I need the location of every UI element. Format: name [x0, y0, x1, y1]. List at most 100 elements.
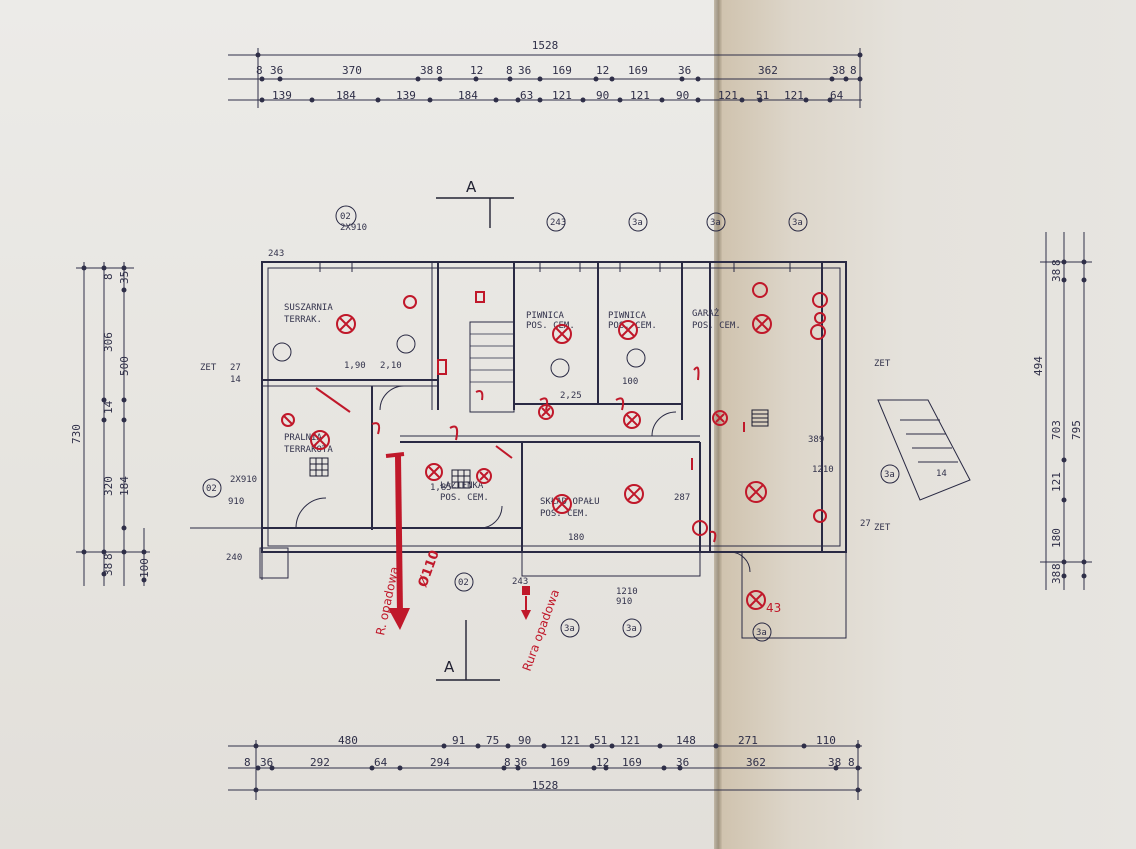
width-label: 180 [568, 533, 584, 543]
dim-label: 36 [518, 64, 531, 77]
bubble-label: 3a [756, 628, 767, 638]
bubble-label: 3a [564, 624, 575, 634]
left-dimension-ticks [81, 265, 147, 583]
bottom-dimension-ticks [253, 743, 861, 793]
top-bubble-label: 2X910 [340, 223, 367, 233]
dim-label: 184 [336, 89, 356, 102]
bottom-row2-dimensions: 8 36 292 64 294 8 36 169 12 169 36 362 3… [244, 756, 855, 769]
right-dimension-labels: 38 8 494 703 795 121 180 8 38 [1032, 259, 1083, 584]
dim-label: 90 [676, 89, 689, 102]
dim-label: 36 [678, 64, 691, 77]
dim-label: 12 [470, 64, 483, 77]
dim-label: 8 [436, 64, 443, 77]
bubble-label: 02 [458, 578, 469, 588]
top-total-dimension: 1528 [532, 39, 559, 52]
width-label: 240 [226, 553, 242, 563]
dim-label: 100 [138, 558, 151, 578]
zet-label: ZET [200, 363, 217, 373]
top-dimension-ticks [255, 52, 863, 103]
dim-label: 38 [102, 563, 115, 576]
room-name: PIWNICA [526, 311, 565, 321]
dim-label: 294 [430, 756, 450, 769]
dim-label: 169 [628, 64, 648, 77]
x-marker [281, 413, 295, 427]
door-label: 910 [228, 497, 244, 507]
dim-label: 8 [848, 756, 855, 769]
dim-label: 38 [828, 756, 841, 769]
bottom-total-dimension: 1528 [532, 779, 559, 792]
downpipe-red-square [522, 586, 530, 595]
dim-label: 8 [244, 756, 251, 769]
x-marker [310, 430, 330, 450]
dim-label: 169 [622, 756, 642, 769]
dim-label: 180 [1050, 528, 1063, 548]
axis-bubble-labels: 02 243 3a 3a 3a 3a 02 02 3a 3a 3a [206, 212, 895, 638]
dim-label: 90 [518, 734, 531, 747]
left-dimension-labels: 35 8 306 500 730 14 320 184 8 38 100 [70, 271, 151, 578]
dim-label: 292 [310, 756, 330, 769]
room-name: PIWNICA [608, 311, 647, 321]
building-walls [190, 261, 847, 639]
dim-label: 36 [676, 756, 689, 769]
dim-label: 14 [102, 400, 115, 414]
dim-label: 703 [1050, 420, 1063, 440]
dim-label: 91 [452, 734, 465, 747]
dim-label: 8 [102, 273, 115, 280]
x-marker [552, 324, 572, 344]
height-label: 2,10 [380, 361, 402, 371]
dim-label: 362 [746, 756, 766, 769]
bubble-label: 02 [206, 484, 217, 494]
x-marker [618, 320, 638, 340]
dim-label: 121 [560, 734, 580, 747]
bubble-label: 3a [626, 624, 637, 634]
zet-label: ZET [874, 359, 891, 369]
right-dimension-ticks [1061, 259, 1087, 579]
dim-label: 500 [118, 356, 131, 376]
red-crossed-circles [281, 314, 772, 610]
zet-num: 27 [230, 363, 241, 373]
door-label: 1210 [812, 465, 834, 475]
room-name: PRALNIA [284, 433, 323, 443]
dim-label: 8 [850, 64, 857, 77]
room-floor: POS. CEM. [540, 509, 589, 519]
dim-label: 35 [118, 271, 131, 284]
room-labels: SUSZARNIA TERRAK. PIWNICA POS. CEM. PIWN… [284, 303, 741, 519]
x-marker [336, 314, 356, 334]
dim-label: 306 [102, 332, 115, 352]
dim-label: 139 [396, 89, 416, 102]
section-line-a [436, 197, 514, 681]
dim-label: 121 [1050, 472, 1063, 492]
bubble-label: 243 [550, 218, 566, 228]
dim-label: 795 [1070, 420, 1083, 440]
room-name: SUSZARNIA [284, 303, 333, 313]
height-label: 1,90 [344, 361, 366, 371]
bubble-label: 3a [632, 218, 643, 228]
x-marker [623, 411, 641, 429]
dim-label: 121 [552, 89, 572, 102]
x-marker [425, 463, 443, 481]
room-floor: POS. CEM. [526, 321, 575, 331]
top-row2-dimensions: 139 184 139 184 63 121 90 121 90 121 51 … [272, 89, 844, 102]
x-marker [624, 484, 644, 504]
axis-bubbles [202, 205, 900, 642]
dim-label: 169 [552, 64, 572, 77]
dim-label: 480 [338, 734, 358, 747]
outside-stair [877, 399, 971, 501]
x-marker [752, 314, 772, 334]
x-marker [746, 590, 766, 610]
dim-label: 51 [594, 734, 607, 747]
dim-label: 110 [816, 734, 836, 747]
dim-label: 139 [272, 89, 292, 102]
dim-label: 271 [738, 734, 758, 747]
dim-label: 8 [1050, 563, 1063, 570]
stair-dim: 14 [936, 469, 947, 479]
dim-label: 370 [342, 64, 362, 77]
dim-label: 730 [70, 424, 83, 444]
x-marker [552, 494, 572, 514]
dim-label: 148 [676, 734, 696, 747]
zet-label: ZET [874, 523, 891, 533]
height-label: 1,85 [430, 483, 452, 493]
dim-label: 8 [102, 553, 115, 560]
